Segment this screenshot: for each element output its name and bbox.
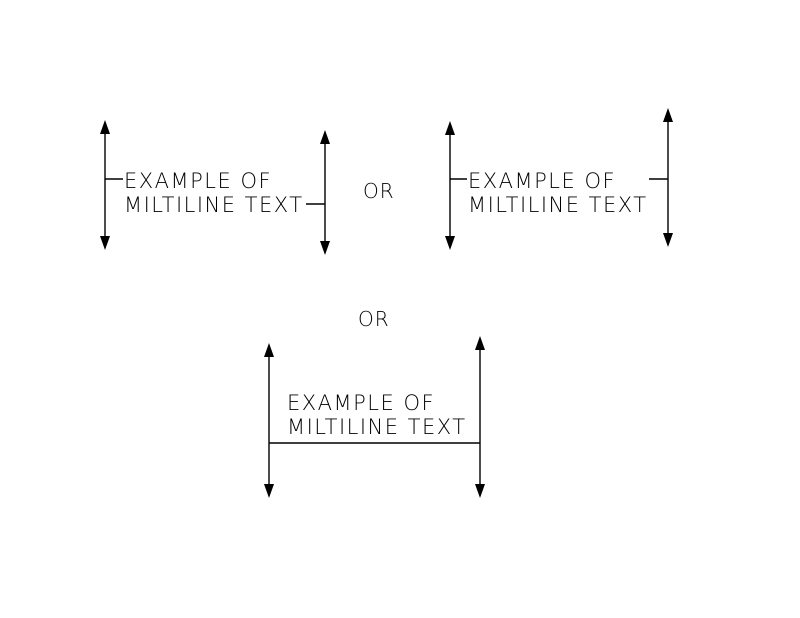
double-arrow-icon: [445, 121, 455, 250]
example-1: EXAMPLE OF MILTILINE TEXT: [100, 120, 330, 255]
example-text-line-2: MILTILINE TEXT: [468, 193, 648, 217]
double-arrow-icon: [320, 130, 330, 255]
double-arrow-icon: [100, 120, 110, 250]
example-text-line-1: EXAMPLE OF: [124, 169, 272, 193]
example-text-line-2: MILTILINE TEXT: [124, 193, 304, 217]
or-separator-middle: OR: [363, 179, 395, 203]
example-text-line-1: EXAMPLE OF: [287, 391, 435, 415]
example-3: EXAMPLE OF MILTILINE TEXT: [264, 336, 485, 498]
double-arrow-icon: [475, 336, 485, 498]
example-text-line-2: MILTILINE TEXT: [287, 415, 467, 439]
example-2: EXAMPLE OF MILTILINE TEXT: [445, 108, 673, 250]
or-separator-center: OR: [358, 307, 390, 331]
double-arrow-icon: [663, 108, 673, 247]
example-text-line-1: EXAMPLE OF: [468, 169, 616, 193]
double-arrow-icon: [264, 343, 274, 498]
